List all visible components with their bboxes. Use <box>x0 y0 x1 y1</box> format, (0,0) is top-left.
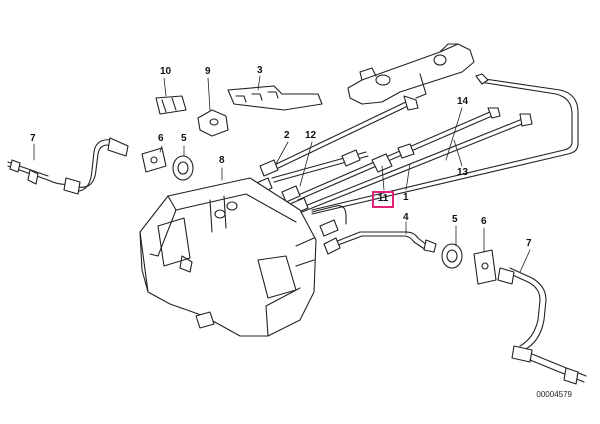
brake-hose-right <box>497 267 587 385</box>
leader-lines <box>33 75 531 273</box>
grommet-left <box>172 155 194 181</box>
callout-13: 13 <box>457 167 469 178</box>
callout-6-right: 6 <box>481 216 487 227</box>
callout-6-left: 6 <box>158 133 164 144</box>
callout-12: 12 <box>305 130 317 141</box>
grommet-right <box>441 243 463 269</box>
hydraulic-unit <box>139 177 317 337</box>
brake-line-4 <box>329 231 437 253</box>
callout-2: 2 <box>284 130 290 141</box>
brake-line-1 <box>311 205 347 225</box>
brake-line-13 <box>299 113 533 213</box>
highlighted-callout-box[interactable] <box>372 191 394 208</box>
callout-1: 1 <box>403 192 409 203</box>
clip-10 <box>155 95 187 115</box>
diagram-reference-number: 00004579 <box>536 390 572 399</box>
callout-9: 9 <box>205 66 211 77</box>
bracket-left <box>141 147 167 173</box>
bracket-right <box>473 249 497 285</box>
brake-line-14 <box>295 107 501 201</box>
callout-7-left: 7 <box>30 133 36 144</box>
callout-10: 10 <box>160 66 172 77</box>
callout-4: 4 <box>403 212 409 223</box>
callout-5-right: 5 <box>452 214 458 225</box>
callout-7-right: 7 <box>526 238 532 249</box>
callout-8: 8 <box>219 155 225 166</box>
callout-14: 14 <box>457 96 469 107</box>
callout-5-left: 5 <box>181 133 187 144</box>
holder-3 <box>227 85 323 111</box>
brake-line-upper <box>311 73 579 215</box>
brake-line-2 <box>267 95 419 173</box>
brake-hose-left <box>7 137 129 195</box>
clip-9 <box>197 109 229 137</box>
callout-3: 3 <box>257 65 263 76</box>
master-cylinder <box>347 43 475 105</box>
highlighted-callout-11[interactable]: 11 <box>377 193 389 204</box>
